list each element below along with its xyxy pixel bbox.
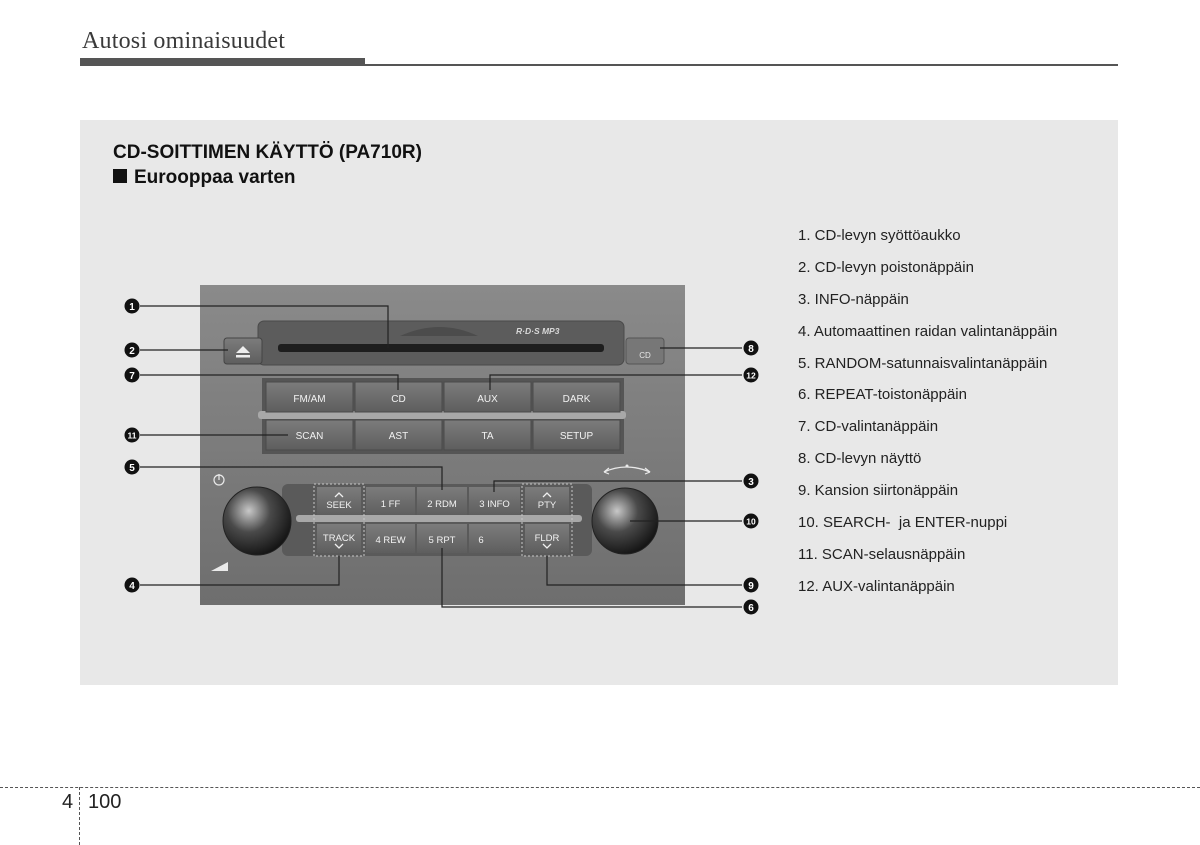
button-6-label: 6 <box>478 535 483 546</box>
button-3-info-label: 3 INFO <box>479 499 510 510</box>
legend-item: 9. Kansion siirtonäppäin <box>798 481 1057 513</box>
footer-dashed-divider <box>79 787 80 845</box>
callout-8: 8 <box>744 341 759 356</box>
button-fldr-label: FLDR <box>535 533 560 544</box>
callout-10-label: 10 <box>746 517 756 527</box>
callout-5: 5 <box>125 460 140 475</box>
legend-item: 4. Automaattinen raidan valintanäppäin <box>798 322 1057 354</box>
eject-button[interactable] <box>224 338 262 364</box>
button-dark[interactable]: DARK <box>533 382 620 412</box>
rds-mp3-logo: R·D·S MP3 <box>516 326 560 336</box>
callout-9: 9 <box>744 578 759 593</box>
callout-6-label: 6 <box>748 603 754 614</box>
callout-7: 7 <box>125 368 140 383</box>
callout-10: 10 <box>744 514 759 529</box>
button-4-rew-label: 4 REW <box>375 535 405 546</box>
footer-dashed-line <box>0 787 1200 788</box>
volume-knob[interactable] <box>223 487 291 555</box>
button-pty[interactable]: PTY <box>525 487 569 515</box>
button-track-label: TRACK <box>323 533 356 544</box>
callout-4: 4 <box>125 578 140 593</box>
callout-8-label: 8 <box>748 344 754 355</box>
cd-indicator-label: CD <box>639 351 651 360</box>
button-6[interactable]: 6 <box>469 524 520 553</box>
callout-3: 3 <box>744 474 759 489</box>
cd-slot-area: R·D·S MP3 <box>258 321 624 365</box>
button-5-rpt-label: 5 RPT <box>429 535 456 546</box>
button-ta-label: TA <box>481 431 493 442</box>
button-scan-label: SCAN <box>296 431 324 442</box>
legend-item: 7. CD-valintanäppäin <box>798 417 1057 449</box>
button-cd-label: CD <box>391 394 405 405</box>
callout-1-label: 1 <box>129 302 135 313</box>
legend-item: 3. INFO-näppäin <box>798 290 1057 322</box>
button-ast[interactable]: AST <box>355 420 442 450</box>
button-setup[interactable]: SETUP <box>533 420 620 450</box>
callout-4-label: 4 <box>129 581 135 592</box>
legend-item: 2. CD-levyn poistonäppäin <box>798 258 1057 290</box>
button-aux[interactable]: AUX <box>444 382 531 412</box>
button-ta[interactable]: TA <box>444 420 531 450</box>
button-pty-label: PTY <box>538 500 557 511</box>
button-seek[interactable]: SEEK <box>317 487 361 515</box>
callout-1: 1 <box>125 299 140 314</box>
callout-7-label: 7 <box>129 371 135 382</box>
callout-12: 12 <box>744 368 759 383</box>
legend-item: 6. REPEAT-toistonäppäin <box>798 385 1057 417</box>
callout-2-label: 2 <box>129 346 135 357</box>
cd-slot[interactable] <box>278 344 604 352</box>
control-strip-divider <box>296 515 582 522</box>
page-number: 100 <box>88 791 121 814</box>
callout-3-label: 3 <box>748 477 754 488</box>
button-4-rew[interactable]: 4 REW <box>366 524 415 553</box>
callout-2: 2 <box>125 343 140 358</box>
legend-list: 1. CD-levyn syöttöaukko 2. CD-levyn pois… <box>798 226 1057 609</box>
button-1-ff-label: 1 FF <box>381 499 401 510</box>
legend-item: 8. CD-levyn näyttö <box>798 449 1057 481</box>
callout-11: 11 <box>125 428 140 443</box>
button-track[interactable]: TRACK <box>317 524 361 553</box>
button-fm-am-label: FM/AM <box>293 394 325 405</box>
button-fm-am[interactable]: FM/AM <box>266 382 353 412</box>
legend-item: 11. SCAN-selausnäppäin <box>798 545 1057 577</box>
button-2-rdm[interactable]: 2 RDM <box>417 487 467 515</box>
callout-12-label: 12 <box>746 371 756 381</box>
callout-9-label: 9 <box>748 581 754 592</box>
button-seek-label: SEEK <box>326 500 352 511</box>
button-ast-label: AST <box>389 431 408 442</box>
button-dark-label: DARK <box>563 394 591 405</box>
button-setup-label: SETUP <box>560 431 594 442</box>
eject-bar-icon <box>236 355 250 358</box>
callout-5-label: 5 <box>129 463 135 474</box>
legend-item: 5. RANDOM-satunnaisvalintanäppäin <box>798 354 1057 386</box>
button-aux-label: AUX <box>477 394 498 405</box>
legend-item: 1. CD-levyn syöttöaukko <box>798 226 1057 258</box>
callout-11-label: 11 <box>128 431 137 441</box>
legend-item: 10. SEARCH- ja ENTER-nuppi <box>798 513 1057 545</box>
cd-indicator: CD <box>626 338 664 364</box>
button-2-rdm-label: 2 RDM <box>427 499 457 510</box>
legend-item: 12. AUX-valintanäppäin <box>798 577 1057 609</box>
button-1-ff[interactable]: 1 FF <box>366 487 415 515</box>
callout-6: 6 <box>744 600 759 615</box>
chapter-number: 4 <box>62 791 73 814</box>
button-fldr[interactable]: FLDR <box>525 524 569 553</box>
